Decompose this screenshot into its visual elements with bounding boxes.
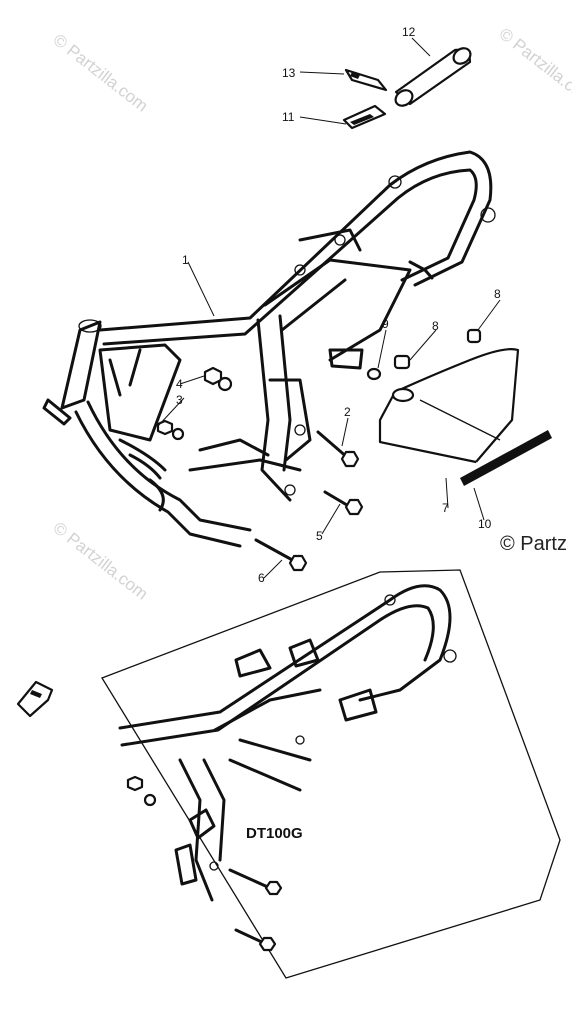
watermark-bottom-left: © Partzilla.com: [50, 518, 152, 604]
callout-8: 8: [432, 319, 439, 333]
model-label: DT100G: [246, 825, 303, 842]
watermark-top-left: © Partzilla.com: [50, 30, 152, 116]
main-frame: [42, 150, 496, 548]
watermark-cut-right: © Partz: [500, 533, 567, 555]
callout-8b: 8: [494, 287, 501, 301]
dt100g-inset: DT100G: [101, 569, 561, 979]
part-13-clamp: [344, 68, 388, 92]
part-11-pad: [342, 104, 387, 130]
part-9-washer: [366, 367, 382, 381]
fasteners-upper: [156, 366, 364, 572]
callout-12: 12: [402, 25, 416, 39]
part-12-tube: [394, 47, 472, 107]
callout-9: 9: [382, 317, 389, 331]
callout-3: 3: [176, 393, 183, 407]
callout-13: 13: [282, 66, 296, 80]
callout-6: 6: [258, 571, 265, 585]
callout-4: 4: [176, 377, 183, 391]
part-7-side-cover: [378, 348, 520, 464]
callout-labels: 1 2 3 4 5 6 7 8 9 10 11 12 13 8: [176, 25, 501, 585]
callout-1: 1: [182, 253, 189, 267]
callout-11: 11: [282, 110, 295, 124]
watermark-group: © Partzilla.com © Partzilla.com © Partzi…: [50, 24, 572, 604]
part-8-grommet: [393, 328, 482, 370]
callout-10: 10: [478, 517, 492, 531]
leader-lines: [157, 37, 501, 579]
small-bracket-detail: [16, 680, 54, 718]
callout-7: 7: [442, 501, 449, 515]
callout-2: 2: [344, 405, 351, 419]
callout-5: 5: [316, 529, 323, 543]
watermark-top-right: © Partzilla.com: [496, 24, 572, 110]
